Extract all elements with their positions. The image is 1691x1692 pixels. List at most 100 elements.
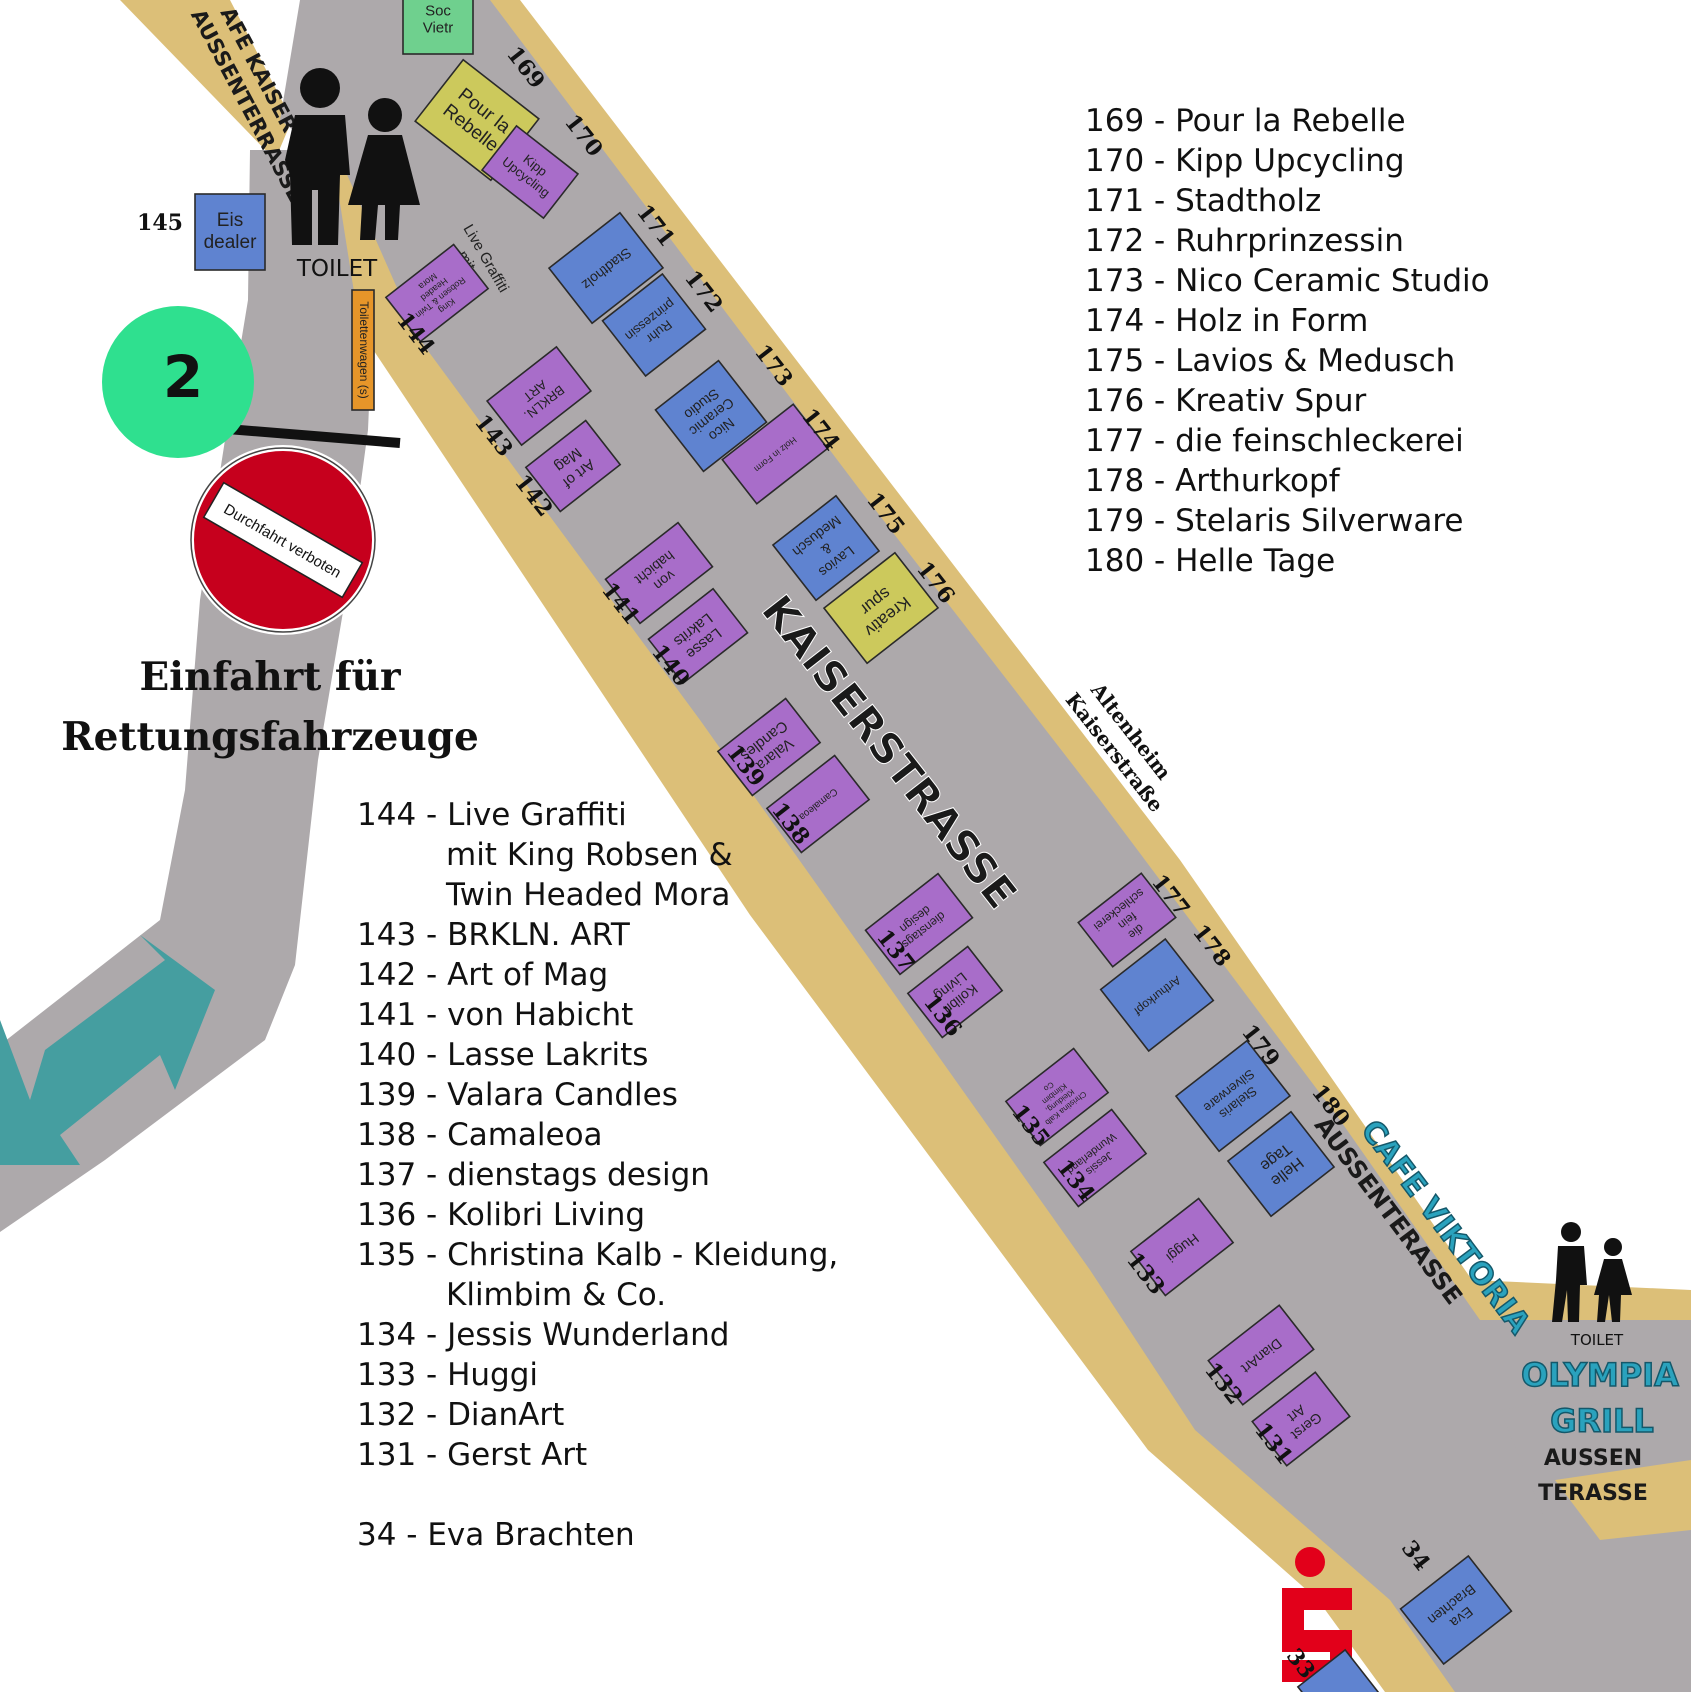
legend-top-entry: 171 - Stadtholz [1085,183,1321,219]
legend-bottom-entry: 144 - Live Graffiti [357,797,627,833]
stall-171: Stadtholz [547,211,665,325]
stall-33 [1296,1648,1384,1692]
barrier-line [214,423,401,448]
zone-marker: 2 [102,306,254,458]
legend-bottom-entry: 133 - Huggi [357,1357,538,1393]
stall-173-box [654,359,768,473]
no-entry-sign-icon: Durchfahrt verboten [188,445,378,635]
stall-171-box [547,211,665,325]
stall-soc-box [402,0,474,55]
stall-145-label-1: dealer [204,232,257,253]
lower-right-corner [1555,1460,1691,1540]
legend-top-entry: 176 - Kreativ Spur [1085,383,1366,419]
olympia-terrace-line-2: TERASSE [1538,1481,1648,1506]
stall-135-box [1004,1047,1110,1147]
legend-bottom-entry: 137 - dienstags design [357,1157,710,1193]
legend-bottom-entry: 142 - Art of Mag [357,957,608,993]
stall-143-box [485,345,593,447]
toilet-people-icon [285,68,420,245]
legend-bottom-entry: 34 - Eva Brachten [357,1517,635,1553]
olympia-terrace-line-1: AUSSEN [1544,1446,1642,1471]
stall-175-box [771,494,881,602]
stall-133: Huggi [1129,1197,1235,1297]
double-arrow-icon [0,935,215,1165]
legend-top-entry: 177 - die feinschleckerei [1085,423,1464,459]
stall-170-box [480,124,580,220]
stall-176-box [822,551,940,665]
toilet-label-small: TOILET [1570,1331,1624,1349]
stall-141-box [604,521,714,625]
toilet-label: TOILET [296,256,378,282]
stall-145-box [194,193,266,271]
olympia-line-1: OLYMPIA [1521,1356,1679,1394]
stall-131-box [1251,1371,1351,1467]
stall-toi-box [351,289,375,411]
legend-bottom-entry: Klimbim & Co. [446,1277,666,1313]
stall-179-box [1174,1039,1292,1153]
stall-177-box [1077,872,1177,968]
lower-right-road [1500,1380,1691,1692]
legend-bottom: 144 - Live Graffiti mit King Robsen & Twin… [357,797,838,1553]
legend-top-entry: 172 - Ruhrprinzessin [1085,223,1404,259]
stall-133-box [1129,1197,1235,1297]
legend-bottom-entry: mit King Robsen & [446,837,733,873]
stall-soc-label-0: Soc [425,2,451,19]
stall-toi: Toilettenwagen (s) [351,289,375,411]
legend-bottom-entry: 135 - Christina Kalb - Kleidung, [357,1237,838,1273]
toilet-people-icon-small [1552,1222,1632,1322]
stall-soc-label-1: Vietr [423,20,454,37]
stall-143: BRKLN.ART [485,345,593,447]
stall-180-box [1226,1110,1336,1218]
legend-top-entry: 178 - Arthurkopf [1085,463,1341,499]
legend-bottom-entry: 138 - Camaleoa [357,1117,603,1153]
legend-bottom-entry: 136 - Kolibri Living [357,1197,645,1233]
cafe-kaiser-sidewalk [120,0,292,160]
stall-145-label-0: Eis [217,210,243,231]
stall-172: Ruhrprinzessin [601,272,707,378]
stall-layer: Pour laRebelleKippUpcyclingStadtholzRuhr… [194,0,1513,1692]
stall-134-box [1042,1108,1148,1208]
legend-bottom-entry: 132 - DianArt [357,1397,564,1433]
legend-bottom-entry: 139 - Valara Candles [357,1077,678,1113]
stall-number-145: 145 [137,210,183,236]
legend-top-entry: 175 - Lavios & Medusch [1085,343,1455,379]
legend-top-entry: 180 - Helle Tage [1085,543,1335,579]
olympia-line-2: GRILL [1550,1402,1654,1440]
stall-142-box [524,419,622,513]
legend-bottom-entry: 141 - von Habicht [357,997,633,1033]
emergency-text-line-2: Rettungsfahrzeuge [61,714,479,760]
stall-178-box [1099,937,1215,1053]
stall-140-box [647,587,749,685]
emergency-access-road [0,150,380,1232]
kaiserstrasse-road [280,0,1691,1692]
legend-top-entry: 179 - Stelaris Silverware [1085,503,1464,539]
stall-33-box [1296,1648,1384,1692]
toilet-wagon-label: Toilettenwagen (s) [357,301,371,398]
stall-136-box [906,945,1004,1039]
zone-number: 2 [163,343,203,411]
legend-top-entry: 174 - Holz in Form [1085,303,1368,339]
legend-bottom-entry: 134 - Jessis Wunderland [357,1317,729,1353]
stall-138-box [765,754,871,854]
zone-marker-circle [102,306,254,458]
legend-bottom-entry: Twin Headed Mora [445,877,730,913]
stall-178: Arthurkopf [1099,937,1215,1053]
stall-139-box [716,697,822,797]
stall-144-box [384,243,490,343]
stall-174: Holz in Form [721,403,829,505]
legend-bottom-entry: 131 - Gerst Art [357,1437,587,1473]
